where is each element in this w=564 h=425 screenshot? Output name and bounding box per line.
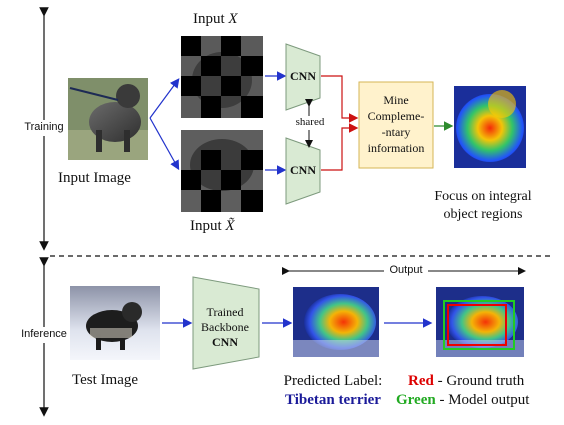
mine-line-3: -ntary bbox=[381, 125, 411, 139]
focus-caption: Focus on integral object regions bbox=[418, 188, 548, 224]
predicted-label-title: Predicted Label: bbox=[283, 373, 383, 389]
input-x-prefix: Input bbox=[193, 11, 229, 27]
inference-label-bg bbox=[14, 327, 74, 343]
shared-label: shared bbox=[295, 116, 325, 128]
output-label: Output bbox=[389, 264, 423, 276]
focus-heatmap bbox=[454, 86, 526, 168]
input-x-label: Input X bbox=[193, 11, 238, 28]
shared-label-bg bbox=[290, 116, 330, 130]
cnn-top-shape bbox=[285, 43, 321, 111]
backbone-text: Trained Backbone CNN bbox=[193, 305, 257, 350]
legend-block: Red - Ground truth Green - Model output bbox=[396, 372, 529, 410]
backbone-line-3: CNN bbox=[212, 335, 238, 349]
test-image-label: Test Image bbox=[72, 372, 139, 388]
legend-red-rest: - Ground truth bbox=[433, 373, 525, 389]
boxed-heatmap bbox=[436, 287, 524, 357]
input-xtilde-label: Input X̃ bbox=[190, 218, 235, 235]
output-label-bg bbox=[384, 264, 428, 278]
legend-green-row: Green - Model output bbox=[396, 391, 529, 410]
mine-line-1: Mine bbox=[383, 93, 409, 107]
arrow-input-to-x bbox=[149, 78, 180, 119]
inference-stage-label: Inference bbox=[21, 328, 67, 340]
predicted-label-value: Tibetan terrier bbox=[285, 392, 381, 408]
masked-input-x bbox=[181, 36, 263, 118]
legend-red-word: Red bbox=[408, 373, 434, 389]
training-stage-label: Training bbox=[24, 121, 64, 133]
legend-green-rest: - Model output bbox=[435, 392, 530, 408]
input-x-symbol: X bbox=[228, 11, 238, 27]
predicted-heatmap bbox=[293, 287, 379, 357]
training-label-bg bbox=[18, 120, 70, 136]
red-connector-top bbox=[321, 75, 359, 123]
legend-green-word: Green bbox=[396, 392, 436, 408]
ground-truth-box bbox=[447, 304, 507, 346]
focus-line-1: Focus on integral bbox=[434, 189, 532, 204]
mine-box-shape bbox=[358, 81, 434, 169]
input-image-label: Input Image bbox=[58, 170, 131, 186]
test-image bbox=[70, 286, 160, 360]
backbone-shape bbox=[192, 276, 260, 370]
backbone-line-1: Trained bbox=[206, 305, 244, 319]
backbone-line-2: Backbone bbox=[201, 320, 249, 334]
predicted-label-block: Predicted Label: Tibetan terrier bbox=[268, 372, 398, 410]
masked-input-xtilde bbox=[181, 130, 263, 212]
mine-line-4: information bbox=[367, 141, 425, 155]
input-xtilde-symbol: X̃ bbox=[225, 218, 235, 234]
input-image bbox=[68, 78, 148, 160]
cnn-top-label: CNN bbox=[290, 69, 316, 83]
mine-box-text: Mine Compleme- -ntary information bbox=[359, 92, 433, 156]
arrow-input-to-xtilde bbox=[149, 117, 180, 171]
input-xtilde-prefix: Input bbox=[190, 218, 226, 234]
model-output-box bbox=[443, 300, 515, 350]
cnn-bottom-label: CNN bbox=[290, 163, 316, 177]
legend-red-row: Red - Ground truth bbox=[396, 372, 529, 391]
mine-line-2: Compleme- bbox=[367, 109, 425, 123]
focus-line-2: object regions bbox=[443, 207, 523, 222]
red-connector-bottom bbox=[321, 123, 359, 171]
